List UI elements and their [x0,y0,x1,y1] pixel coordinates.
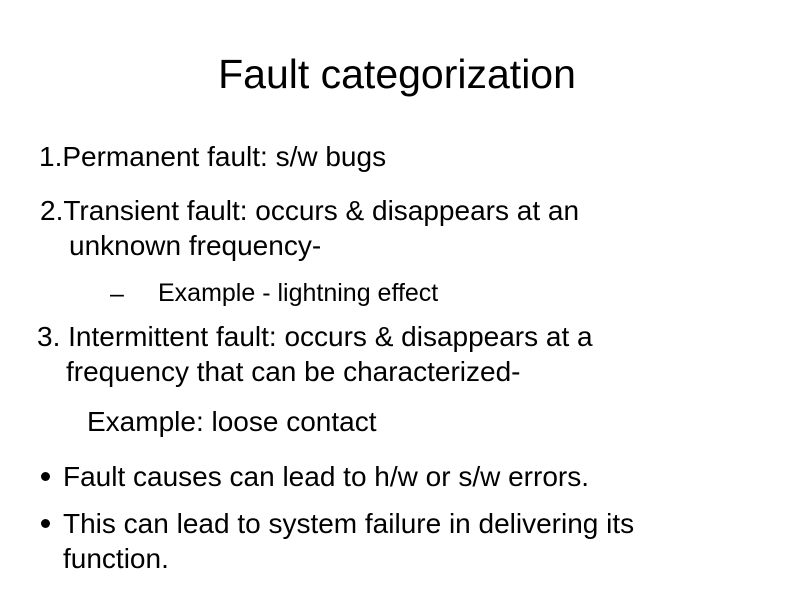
example-line: Example: loose contact [87,406,377,437]
bullet-item-2-line-2: function. [63,543,169,574]
bullet-item-2-line-1: This can lead to system failure in deliv… [63,508,635,539]
bullet-icon [41,472,50,481]
numbered-item-3-line-1: 3. Intermittent fault: occurs & disappea… [37,321,593,352]
numbered-item-1: 1.Permanent fault: s/w bugs [39,141,387,172]
numbered-item-2-line-2: unknown frequency- [69,230,322,261]
slide-title: Fault categorization [218,51,576,97]
dash-bullet-icon: – [110,280,124,308]
bullet-item-1: Fault causes can lead to h/w or s/w erro… [63,461,589,492]
numbered-item-3-line-2: frequency that can be characterized- [66,356,521,387]
dash-bullet-text: Example - lightning effect [158,279,439,307]
numbered-item-2-line-1: 2.Transient fault: occurs & disappears a… [40,195,580,226]
bullet-icon [41,519,50,528]
